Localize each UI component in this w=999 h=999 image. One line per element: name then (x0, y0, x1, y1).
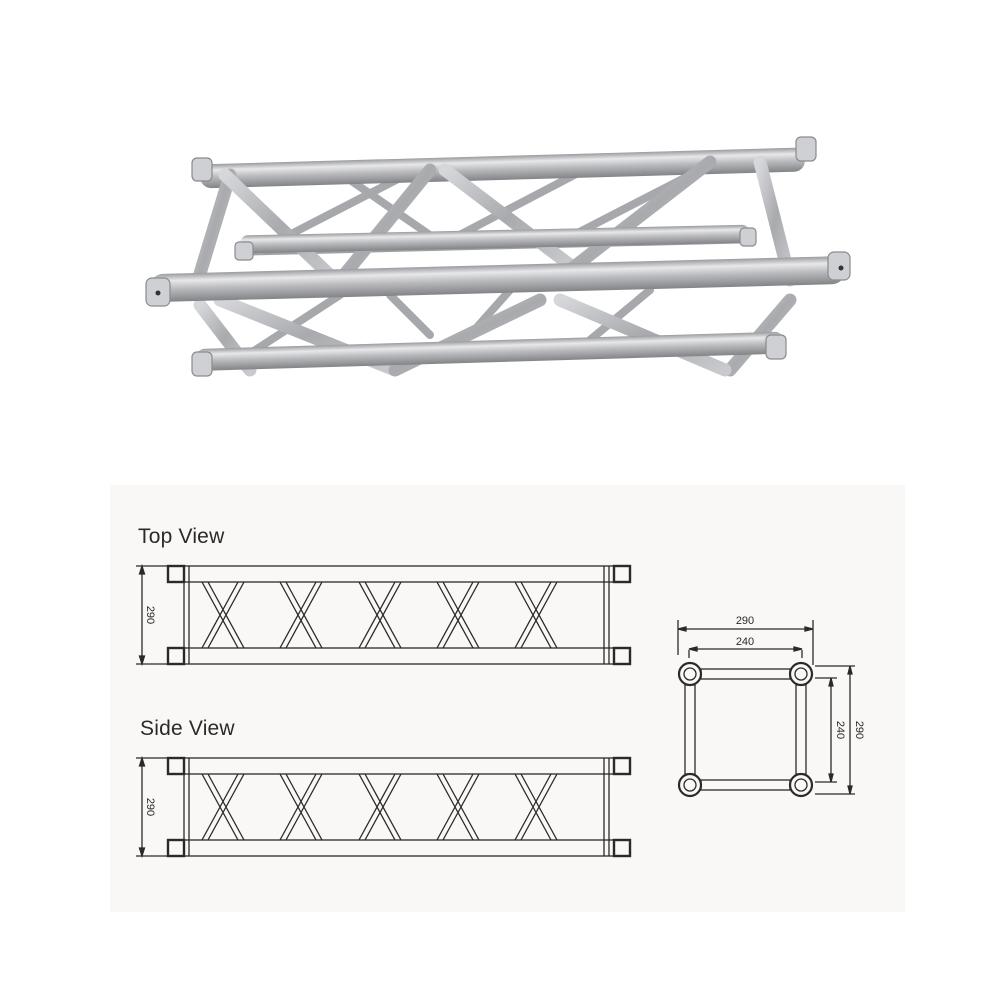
side-view-x-braces (201, 773, 558, 841)
truss-photo (140, 130, 860, 400)
side-view-dimension: 290 (144, 798, 156, 816)
top-view-drawing: 290 (136, 563, 632, 667)
technical-drawing-panel: Top View (110, 485, 905, 912)
inner-width-label: 240 (736, 636, 754, 648)
top-view-dimension: 290 (144, 606, 156, 624)
outer-width-label: 290 (736, 615, 754, 627)
top-view-title: Top View (138, 525, 225, 548)
truss-photo-illustration (145, 136, 851, 377)
cross-section-drawing: 290 240 240 290 (677, 615, 865, 798)
side-view-drawing: 290 (136, 755, 632, 859)
top-view-x-braces (201, 581, 558, 649)
side-view-title: Side View (140, 717, 235, 740)
outer-height-label: 290 (853, 721, 865, 739)
inner-height-label: 240 (834, 721, 846, 739)
